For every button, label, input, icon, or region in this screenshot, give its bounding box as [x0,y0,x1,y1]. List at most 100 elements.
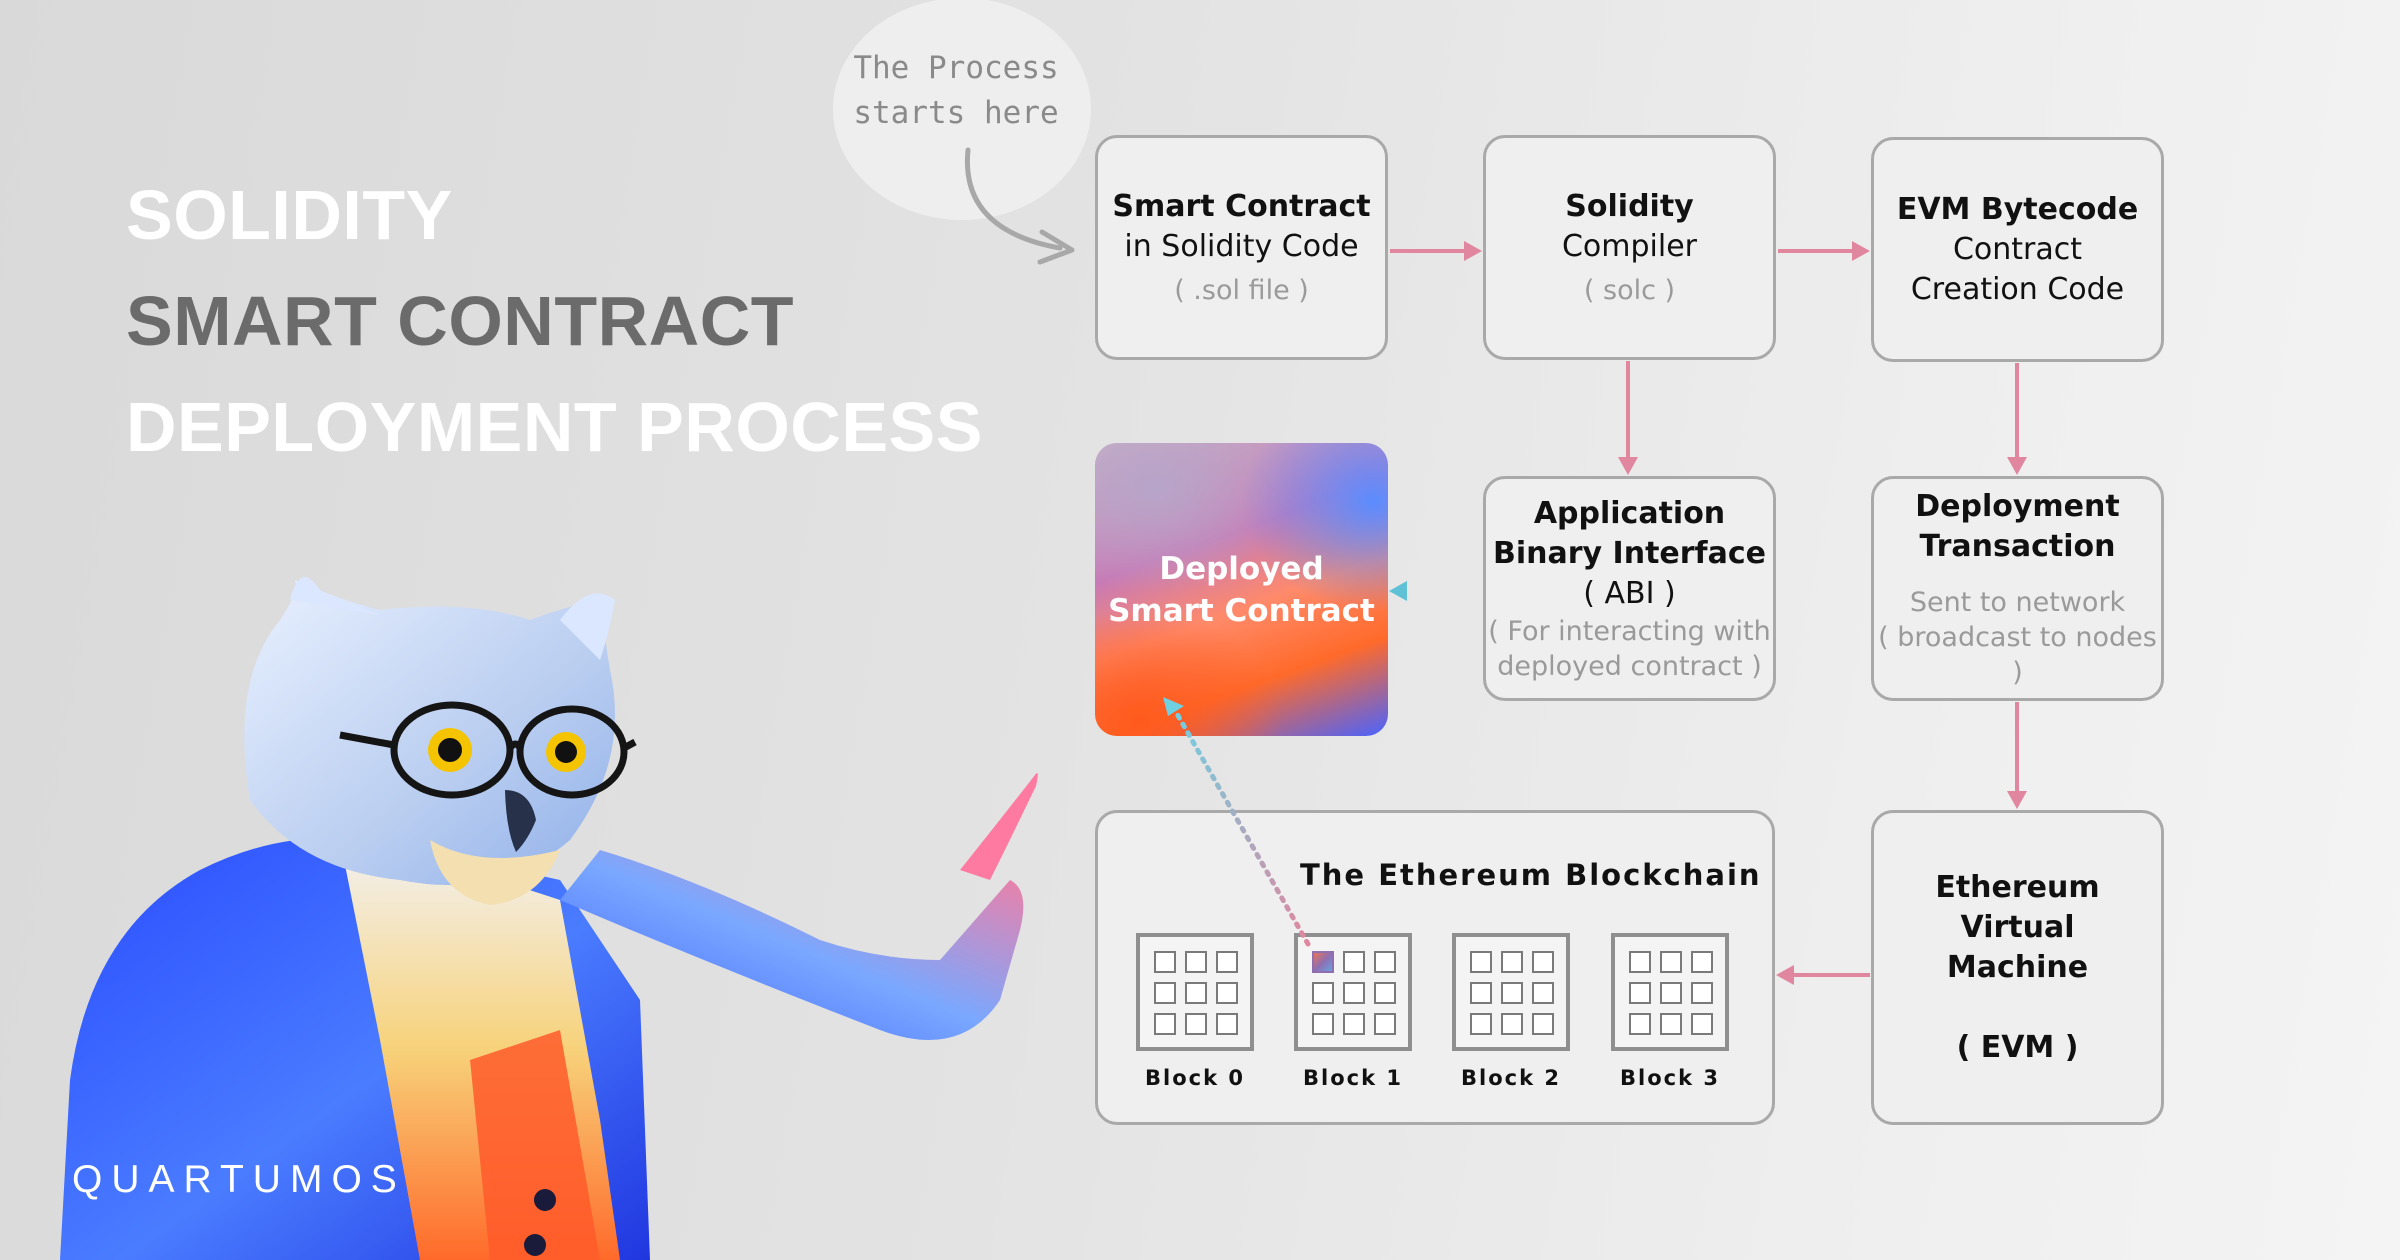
node-evm-line-2: Virtual [1960,909,2075,945]
arrowhead [1618,457,1638,475]
node-abi-note-2: deployed contract ) [1497,650,1762,682]
block-frame [1611,933,1729,1051]
arrowhead [2007,791,2027,809]
block-cell [1660,982,1682,1004]
node-deployment-transaction: Deployment Transaction Sent to network (… [1871,476,2164,701]
block-frame [1294,933,1412,1051]
node-evm-bytecode-title: EVM Bytecode [1896,191,2139,227]
arrowhead [1389,581,1407,601]
node-smart-contract-title: Smart Contract [1112,189,1371,224]
node-deployment-transaction-title-2: Transaction [1919,529,2116,564]
block-cell [1532,1013,1554,1035]
block-cell [1470,1013,1492,1035]
node-evm-bytecode-line-2: Creation Code [1910,271,2125,307]
node-deployment-transaction-note-1: Sent to network [1909,587,2126,618]
node-deployed-line-2: Smart Contract [1108,592,1375,629]
block-label-2: Block 2 [1461,1066,1561,1090]
block-frame [1136,933,1254,1051]
title-line-solidity: SOLIDITY [126,176,453,254]
node-compiler-title: Solidity [1565,189,1694,224]
arrowhead [2007,457,2027,475]
block-cell [1312,951,1334,973]
block-cell [1312,982,1334,1004]
blockchain-title: The Ethereum Blockchain [1300,858,1762,892]
node-smart-contract: Smart Contract in Solidity Code ( .sol f… [1095,135,1388,360]
node-abi-subtitle: ( ABI ) [1583,575,1676,611]
block-cell [1470,951,1492,973]
block-cell [1216,982,1238,1004]
node-evm-bytecode-line-1: Contract [1952,231,2083,267]
block-cell [1501,982,1523,1004]
block-cell [1629,1013,1651,1035]
block-cell [1343,982,1365,1004]
block-cell [1660,951,1682,973]
block-cell [1154,1013,1176,1035]
block-frame [1452,933,1570,1051]
arrowhead [1464,241,1482,261]
owl-beak [505,790,536,852]
block-cell [1216,1013,1238,1035]
arrowhead [1776,965,1794,985]
node-deployed-smart-contract: Deployed Smart Contract [1095,443,1388,736]
block-cell [1691,951,1713,973]
block-1 [1294,933,1412,1051]
callout-text: The Process starts here [833,46,1079,136]
block-cell [1154,951,1176,973]
node-deployment-transaction-title-1: Deployment [1915,489,2120,524]
block-cell [1343,951,1365,973]
callout-line-1: The Process [853,50,1059,86]
block-label-3: Block 3 [1620,1066,1720,1090]
node-evm-bytecode: EVM Bytecode Contract Creation Code [1871,137,2164,362]
block-cell [1629,951,1651,973]
node-abi-title-2: Binary Interface [1493,535,1766,571]
node-compiler: Solidity Compiler ( solc ) [1483,135,1776,360]
node-abi-note-1: ( For interacting with [1488,615,1771,647]
block-cell [1374,951,1396,973]
block-cell [1312,1013,1334,1035]
block-cell [1185,951,1207,973]
arrowhead [1852,241,1870,261]
node-evm-line-4: ( EVM ) [1956,1029,2079,1065]
block-cell [1501,1013,1523,1035]
title-line-deployment-process: DEPLOYMENT PROCESS [126,388,983,466]
block-3 [1611,933,1729,1051]
owl-head [244,580,616,885]
block-label-1: Block 1 [1303,1066,1403,1090]
node-abi: Application Binary Interface ( ABI ) ( F… [1483,476,1776,701]
block-0 [1136,933,1254,1051]
callout-line-2: starts here [853,95,1059,131]
block-cell [1532,982,1554,1004]
block-cell [1691,982,1713,1004]
node-compiler-subtitle: Compiler [1561,229,1698,264]
owl-pointing-finger [960,773,1038,880]
block-cell [1660,1013,1682,1035]
node-evm: Ethereum Virtual Machine ( EVM ) [1871,810,2164,1125]
owl-vest [470,1030,600,1260]
glasses-icon [339,701,637,799]
block-2 [1452,933,1570,1051]
block-cell [1374,1013,1396,1035]
node-smart-contract-note: ( .sol file ) [1174,275,1309,306]
node-compiler-note: ( solc ) [1583,275,1676,306]
brand-logo-quartumos: QUARTUMOS [72,1158,406,1201]
block-cell [1629,982,1651,1004]
owl-mascot-illustration [60,577,1038,1260]
block-cell [1185,982,1207,1004]
node-abi-title-1: Application [1533,495,1726,531]
block-label-0: Block 0 [1145,1066,1245,1090]
block-cell [1691,1013,1713,1035]
block-cell [1470,982,1492,1004]
title-line-smart-contract: SMART CONTRACT [126,282,795,360]
block-cell [1185,1013,1207,1035]
block-cell [1343,1013,1365,1035]
node-evm-line-3: Machine [1946,949,2089,985]
owl-arm [560,850,1024,1040]
node-deployed-line-1: Deployed [1159,550,1324,587]
block-cell [1374,982,1396,1004]
block-cell [1501,951,1523,973]
node-deployment-transaction-note-2: ( broadcast to nodes ) [1878,622,2157,688]
block-cell [1154,982,1176,1004]
node-smart-contract-subtitle: in Solidity Code [1124,229,1359,264]
block-cell [1532,951,1554,973]
block-cell [1216,951,1238,973]
